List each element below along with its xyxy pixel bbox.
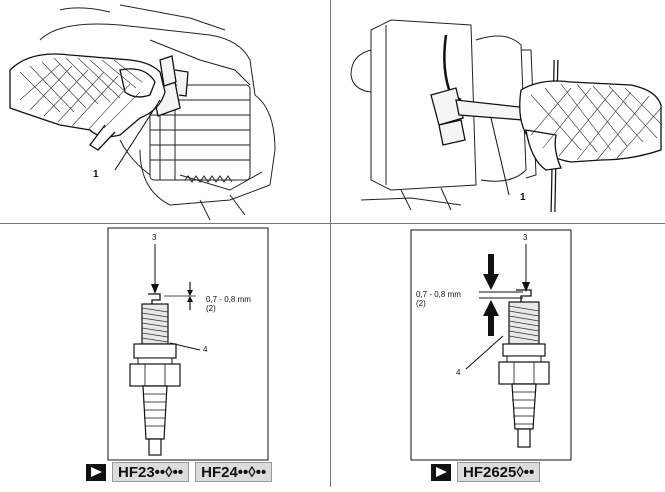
- spark-plug-diagram-right: [410, 229, 572, 461]
- arrow-right-icon: [431, 463, 451, 481]
- panel-top-right: 1: [331, 0, 665, 223]
- model-bar: HF2625◊••: [431, 462, 541, 482]
- arrow-right-icon: [86, 463, 106, 481]
- model-code: HF24••◊••: [195, 462, 273, 482]
- gap-spec: 0,7 - 0,8 mm (2): [416, 290, 461, 308]
- gap-note: (2): [416, 299, 426, 308]
- engine-illustration-left: [9, 4, 276, 221]
- model-code: HF23••◊••: [112, 462, 190, 482]
- wrench-illustration: [350, 19, 662, 213]
- callout-label: 1: [93, 169, 99, 180]
- panel-bottom-left: 3 4 0,7 - 0,8 mm (2) HF23••◊•• HF24••◊••: [0, 224, 330, 487]
- callout-label: 3: [523, 233, 528, 242]
- callout-label: 3: [152, 233, 157, 242]
- callout-label: 4: [456, 368, 461, 377]
- callout-label: 1: [520, 192, 526, 203]
- gap-value: 0,7 - 0,8 mm: [206, 295, 251, 304]
- callout-label: 4: [203, 345, 208, 354]
- gap-spec: 0,7 - 0,8 mm (2): [206, 295, 251, 313]
- gap-note: (2): [206, 304, 216, 313]
- panel-bottom-right: 3 4 0,7 - 0,8 mm (2) HF2625◊••: [331, 224, 665, 487]
- vertical-divider: [330, 0, 331, 487]
- horizontal-divider: [0, 223, 665, 224]
- model-code: HF2625◊••: [457, 462, 541, 482]
- model-bar: HF23••◊•• HF24••◊••: [86, 462, 273, 482]
- gap-value: 0,7 - 0,8 mm: [416, 290, 461, 299]
- panel-top-left: 1: [0, 0, 330, 223]
- spark-plug-diagram-left: [107, 227, 269, 461]
